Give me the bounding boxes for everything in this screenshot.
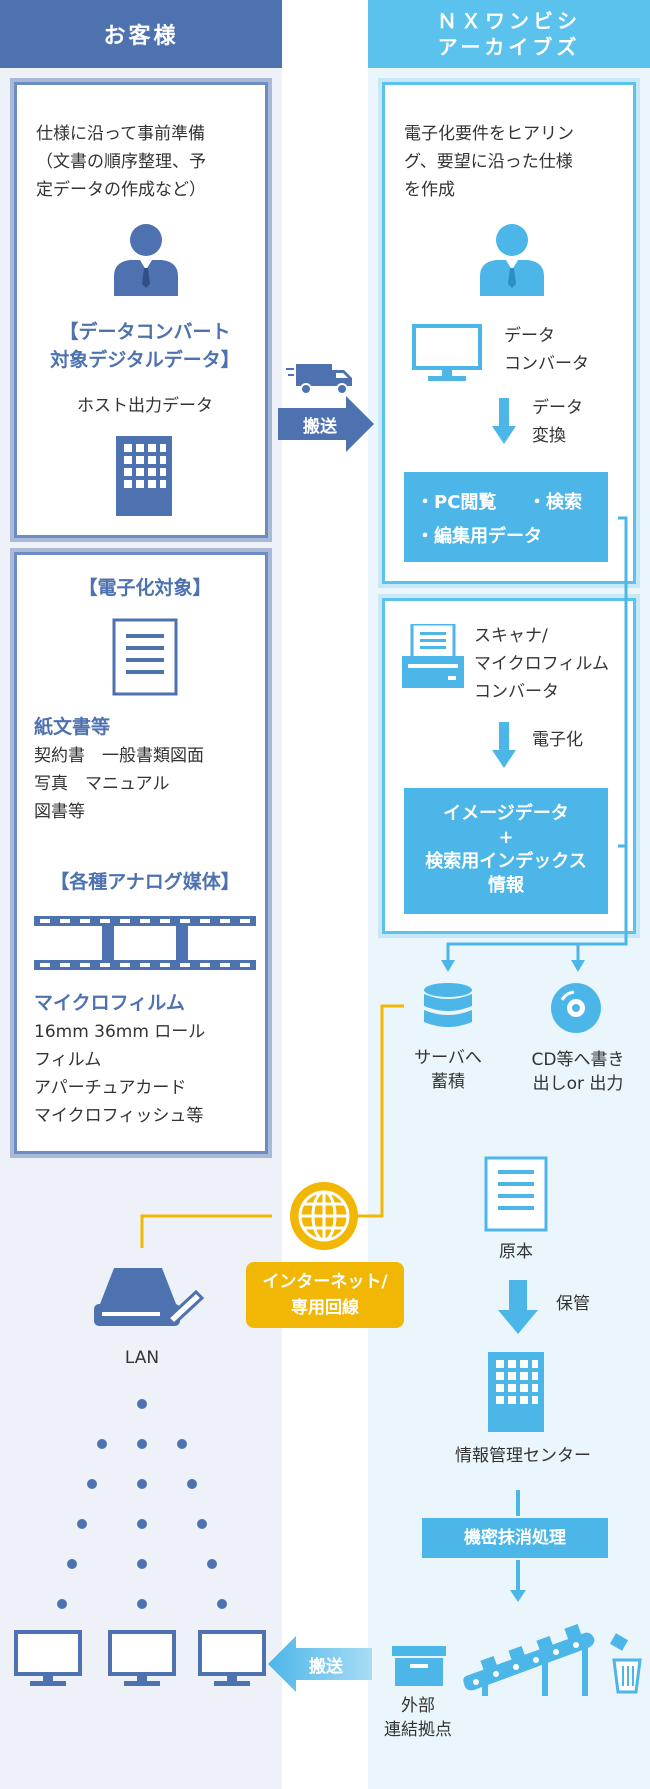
digitize-label: 電子化: [532, 730, 583, 750]
lan-device-icon: [94, 1268, 204, 1327]
nx-hearing-text: 電子化要件をヒアリン グ、要望に沿った仕様 を作成: [404, 124, 574, 200]
pc-view-item: ・PC閲覧: [416, 492, 497, 513]
outside-site-label: 外部 連結拠点: [384, 1696, 452, 1740]
client-pc-icon: [108, 1630, 176, 1686]
info-center-label: 情報管理センター: [455, 1446, 591, 1466]
storage-label: 保管: [556, 1294, 590, 1314]
transport-arrow: [278, 396, 374, 452]
data-converter-label: データ コンバータ: [504, 326, 589, 374]
nx-conversion-panel: 電子化要件をヒアリン グ、要望に沿った仕様 を作成 データ コンバータ データ …: [378, 78, 640, 588]
analog-media-title: 【各種アナログ媒体】: [50, 871, 240, 893]
client-pc-icon: [198, 1630, 266, 1686]
network-connector-lines: [140, 1004, 404, 1248]
confidential-disposal-box: 機密抹消処理: [422, 1518, 608, 1558]
transport-arrow-left: [268, 1636, 372, 1692]
internet-line-badge: インターネット/ 専用回線: [246, 1262, 404, 1328]
customer-header: お客様: [0, 0, 282, 68]
output-connector-lines: [441, 516, 628, 972]
paper-docs-heading: 紙文書等: [34, 716, 111, 738]
down-arrow-icon: [492, 398, 516, 444]
lan-distribution-dots: [57, 1399, 227, 1609]
conveyor-icon: [463, 1623, 642, 1696]
transport-label-bottom: 搬送: [309, 1657, 343, 1677]
customer-prep-text: 仕様に沿って事前準備 （文書の順序整理、予 定データの作成など）: [36, 124, 206, 200]
nx-header: ＮＸワンビシアーカイブズ: [368, 0, 650, 68]
image-data-box: イメージデータ + 検索用インデックス 情報: [404, 788, 608, 914]
scanner-icon: [402, 624, 464, 688]
scanner-label: スキャナ/ マイクロフィルム コンバータ: [474, 626, 609, 702]
original-document-icon: [484, 1156, 548, 1232]
nx-scan-panel: スキャナ/ マイクロフィルム コンバータ 電子化 イメージデータ + 検索用イン…: [378, 594, 640, 938]
film-reel-icon: [34, 916, 256, 970]
database-icon: [424, 983, 472, 1027]
down-arrow-icon: [498, 1280, 538, 1334]
truck-icon: [286, 364, 352, 395]
digital-data-title: 【データコンバート 対象デジタルデータ】: [50, 321, 240, 371]
converted-data-box: ・PC閲覧 ・検索 ・編集用データ: [404, 472, 608, 562]
edit-data-item: ・編集用データ: [416, 526, 542, 547]
host-output-label: ホスト出力データ: [77, 396, 213, 416]
document-icon: [112, 618, 178, 696]
globe-icon: [290, 1182, 358, 1250]
down-arrow-icon: [492, 722, 516, 768]
client-pc-icon: [14, 1630, 82, 1686]
person-icon: [480, 224, 544, 296]
cd-output-label: CD等へ書き 出しor 出力: [531, 1050, 625, 1094]
cd-icon: [551, 983, 601, 1033]
microfilm-heading: マイクロフィルム: [34, 992, 185, 1014]
digitization-target-panel: 【電子化対象】 紙文書等 契約書 一般書類図面 写真 マニュアル 図書等 【各種…: [10, 548, 272, 1158]
building-icon: [116, 436, 172, 516]
box-icon: [392, 1646, 446, 1686]
info-center-building-icon: [488, 1352, 544, 1432]
lan-label: LAN: [124, 1348, 160, 1368]
paper-docs-list: 契約書 一般書類図面 写真 マニュアル 図書等: [34, 746, 204, 822]
server-storage-label: サーバへ 蓄積: [414, 1048, 482, 1092]
customer-prep-panel: 仕様に沿って事前準備 （文書の順序整理、予 定データの作成など） 【データコンバ…: [10, 78, 272, 542]
search-item: ・検索: [528, 492, 582, 513]
person-icon: [114, 224, 178, 296]
shred-flow-line: [510, 1490, 526, 1602]
original-label: 原本: [499, 1242, 533, 1262]
data-conversion-label: データ 変換: [532, 398, 583, 446]
digitization-target-title: 【電子化対象】: [78, 577, 212, 599]
microfilm-list: 16mm 36mm ロール フィルム アパーチュアカード マイクロフィッシュ等: [34, 1022, 206, 1126]
transport-label: 搬送: [303, 417, 337, 437]
monitor-icon: [412, 324, 482, 381]
